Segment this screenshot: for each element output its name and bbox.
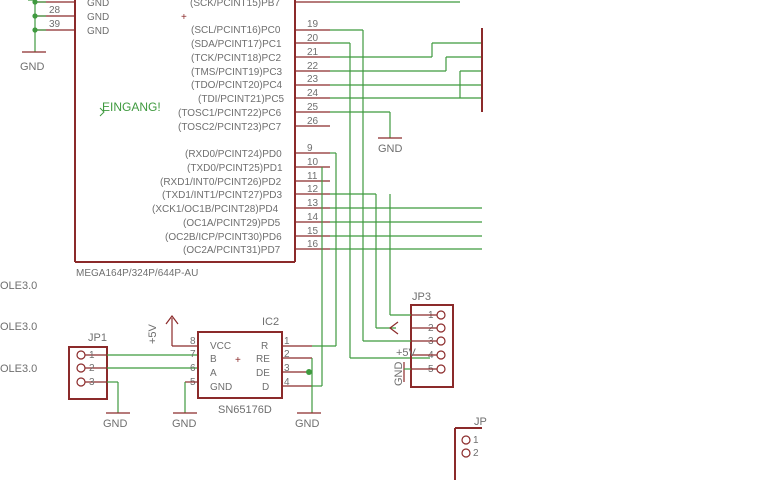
cutoff-label: OLE3.0 — [0, 363, 37, 375]
mcu-name: MEGA164P/324P/644P-AU — [76, 268, 198, 279]
pin-num-19: 19 — [307, 19, 319, 30]
pin-num-23: 23 — [307, 74, 319, 85]
mcu-gnd-pin-label: GND — [87, 12, 109, 23]
pin-label-pd2: (RXD1/INT0/PCINT26)PD2 — [160, 177, 282, 188]
origin-cross: + — [181, 12, 187, 23]
ic2-pin-num: 3 — [284, 363, 290, 374]
jp-bottom-ref: JP — [474, 416, 487, 428]
mcu-left-pins: GND GND GND 28 39 GND — [20, 0, 109, 73]
pin-label-pd5: (OC1A/PCINT29)PD5 — [183, 218, 281, 229]
ic2-pin-num: 1 — [284, 336, 290, 347]
ic2-pin-d: D — [262, 382, 269, 393]
pin-num-11: 11 — [307, 171, 318, 182]
jp1-pin-num: 1 — [89, 350, 95, 361]
pin-num-9: 9 — [307, 143, 313, 154]
pin-label-pc2: (TCK/PCINT18)PC2 — [191, 53, 281, 64]
pin-label-pc1: (SDA/PCINT17)PC1 — [191, 39, 282, 50]
jp-bottom-pin-num: 2 — [473, 448, 479, 459]
pin-label-pd7: (OC2A/PCINT31)PD7 — [183, 245, 281, 256]
ic2-ref: IC2 — [262, 316, 279, 328]
ic2-transceiver: IC2 SN65176D + VCC B A GND 8 7 6 5 R RE … — [147, 315, 321, 430]
mcu-portd-pins: (RXD0/PCINT24)PD0 (TXD0/PCINT25)PD1 (RXD… — [152, 143, 330, 256]
pin-label-pd0: (RXD0/PCINT24)PD0 — [185, 149, 282, 160]
portc-wires: GND — [330, 28, 483, 359]
ic2-pin-re: RE — [256, 354, 270, 365]
mcu-pin-label-pb7: (SCK/PCINT15)PB7 — [190, 0, 280, 9]
eingang-marker — [99, 107, 105, 117]
left-cutoff-labels: OLE3.0 OLE3.0 OLE3.0 — [0, 280, 37, 375]
gnd-label: GND — [20, 61, 45, 73]
gnd-label: GND — [103, 418, 128, 430]
gnd-label: GND — [172, 418, 197, 430]
ic2-pin-r: R — [261, 341, 268, 352]
pin-label-pc7: (TOSC2/PCINT23)PC7 — [178, 122, 282, 133]
pin-label-pc6: (TOSC1/PCINT22)PC6 — [178, 108, 282, 119]
jp1-pin-num: 3 — [89, 377, 95, 388]
ic2-pin-num: 8 — [190, 336, 196, 347]
pin-num-25: 25 — [307, 102, 319, 113]
ic2-pin-a: A — [210, 368, 217, 379]
supply-label: +5V — [396, 347, 417, 359]
mcu-gnd-pin-label: GND — [87, 0, 109, 9]
pin-num-12: 12 — [307, 184, 319, 195]
pin-num-21: 21 — [307, 47, 319, 58]
gnd-label: GND — [393, 362, 405, 387]
pin-label-pd3: (TXD1/INT1/PCINT27)PD3 — [162, 190, 282, 201]
ic2-pin-vcc: VCC — [210, 341, 231, 352]
portd-wires — [312, 152, 482, 387]
pin-num-22: 22 — [307, 61, 319, 72]
pin-label-pd1: (TXD0/PCINT25)PD1 — [187, 163, 283, 174]
eingang-label: EINGANG! — [102, 100, 161, 114]
ic2-name: SN65176D — [218, 404, 272, 416]
pin-label-pc0: (SCL/PCINT16)PC0 — [191, 25, 281, 36]
cutoff-label: OLE3.0 — [0, 321, 37, 333]
ic2-pin-num: 6 — [190, 363, 196, 374]
jp1-ref: JP1 — [88, 332, 107, 344]
jp1-pin-num: 2 — [89, 363, 95, 374]
gnd-label: GND — [295, 418, 320, 430]
pin-num-16: 16 — [307, 239, 319, 250]
jp3-ref: JP3 — [412, 291, 431, 303]
ic2-pin-b: B — [210, 354, 217, 365]
pin-num-26: 26 — [307, 116, 319, 127]
jp-bottom-pin-num: 1 — [473, 435, 479, 446]
supply-label: +5V — [147, 323, 159, 344]
ic2-pin-num: 2 — [284, 349, 290, 360]
pin-label-pc5: (TDI/PCINT21)PC5 — [198, 94, 285, 105]
pin-num-15: 15 — [307, 226, 319, 237]
mcu-gnd-pin-label: GND — [87, 26, 109, 37]
pin-num-13: 13 — [307, 198, 319, 209]
pin-num-20: 20 — [307, 33, 319, 44]
pin-label-pd6: (OC2B/ICP/PCINT30)PD6 — [165, 232, 282, 243]
pin-num-10: 10 — [307, 157, 319, 168]
ic2-pin-gnd: GND — [210, 382, 232, 393]
mcu-symbol: MEGA164P/324P/644P-AU EINGANG! + — [74, 0, 296, 279]
cutoff-label: OLE3.0 — [0, 280, 37, 292]
pin-label-pc4: (TDO/PCINT20)PC4 — [191, 80, 283, 91]
origin-cross: + — [235, 355, 241, 366]
pin-num-14: 14 — [307, 212, 319, 223]
mcu-portc-pins: (SCL/PCINT16)PC0 (SDA/PCINT17)PC1 (TCK/P… — [178, 19, 330, 133]
pin-num-24: 24 — [307, 88, 319, 99]
ic2-pin-num: 7 — [190, 349, 196, 360]
pin-label-pc3: (TMS/PCINT19)PC3 — [191, 67, 283, 78]
jp3-connector: JP3 1 2 3 4 5 +5V GND — [363, 194, 454, 388]
pin-label-pd4: (XCK1/OC1B/PCINT28)PD4 — [152, 204, 279, 215]
jp-bottom-connector: JP 1 2 — [454, 416, 487, 480]
ic2-pin-num: 4 — [284, 377, 290, 388]
gnd-label: GND — [378, 143, 403, 155]
ic2-pin-de: DE — [256, 368, 270, 379]
jp1-connector: JP1 1 2 3 GND — [68, 332, 198, 430]
mcu-pin-number: 28 — [49, 5, 61, 16]
mcu-pin-number: 39 — [49, 19, 61, 30]
